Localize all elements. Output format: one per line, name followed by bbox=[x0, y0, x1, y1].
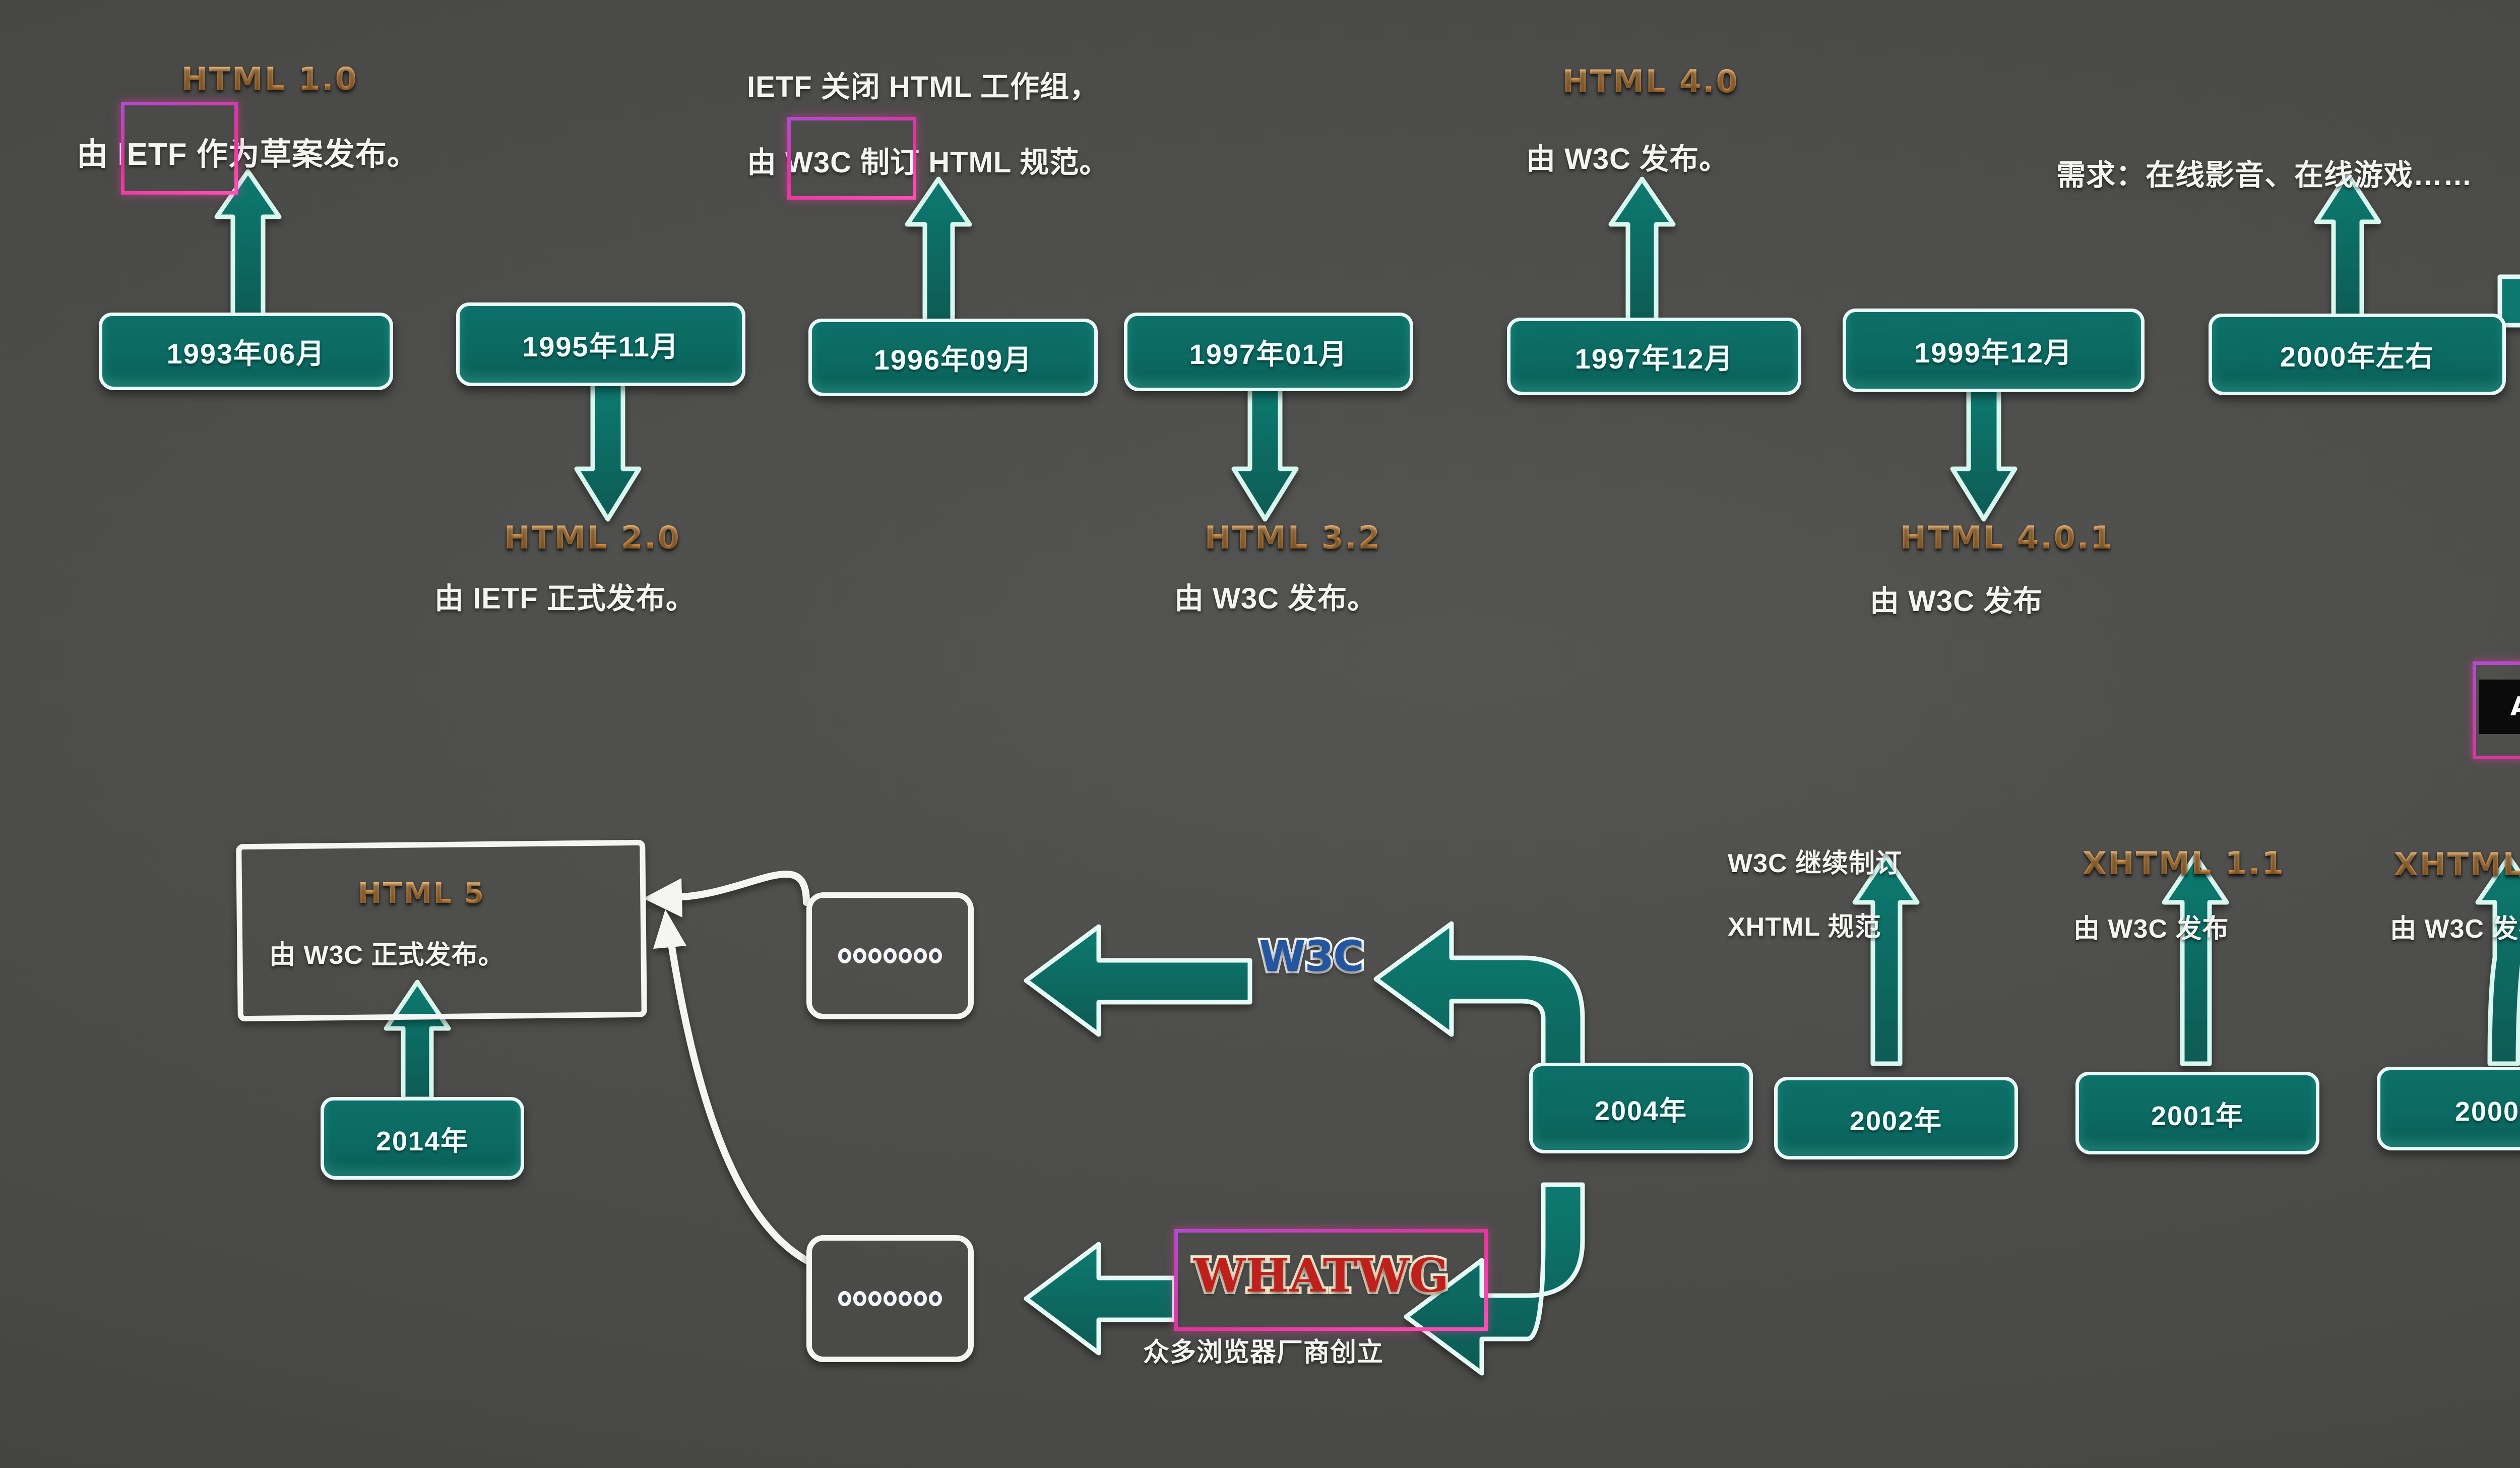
date-plaque-1997-01-label: 1997年01月 bbox=[1189, 338, 1348, 370]
date-plaque-2014[interactable]: 2014年 bbox=[321, 1097, 524, 1180]
date-plaque-1997-01[interactable]: 1997年01月 bbox=[1124, 313, 1413, 391]
arrow-2004-to-w3c bbox=[1373, 921, 1585, 1142]
arrow-up-1996 bbox=[905, 176, 972, 325]
date-plaque-2001-label: 2001年 bbox=[2151, 1100, 2244, 1131]
caption-xhtml-1-0: 由 W3C 发布 bbox=[2390, 914, 2520, 944]
note-1996-post: 制订 HTML 规范。 bbox=[852, 146, 1109, 179]
date-plaque-2000-label: 2000年 bbox=[2454, 1096, 2520, 1127]
whatwg-logo-text: WHATWG bbox=[1191, 1246, 1452, 1305]
date-plaque-2004[interactable]: 2004年 bbox=[1529, 1063, 1753, 1153]
arrow-up-2014 bbox=[384, 980, 451, 1102]
date-plaque-1995-11-label: 1995年11月 bbox=[522, 330, 679, 362]
date-plaque-1996-09[interactable]: 1996年09月 bbox=[808, 319, 1098, 396]
spec-document-dots-top bbox=[838, 948, 942, 963]
note-2002-line2: XHTML 规范 bbox=[1728, 912, 1881, 942]
arrow-whatwg-to-docbox bbox=[1024, 1242, 1177, 1356]
date-plaque-1993-06[interactable]: 1993年06月 bbox=[99, 313, 393, 390]
arrow-w3c-to-docbox bbox=[1024, 924, 1252, 1037]
caption-html-2-0: 由 IETF 正式发布。 bbox=[434, 582, 696, 615]
caption-1993-post: 作为草案发布。 bbox=[187, 137, 419, 172]
arrow-down-1997-01 bbox=[1231, 381, 1299, 522]
arrow-flash-loop bbox=[2497, 274, 2520, 328]
arrow-up-2002 bbox=[1852, 853, 1920, 1066]
version-label-html-4-0: HTML 4.0 bbox=[1562, 63, 1739, 100]
spec-document-dots-bottom bbox=[838, 1291, 942, 1306]
w3c-logo: W3C bbox=[1257, 930, 1367, 984]
adobe-flash-player-label-text: Adobe Flash Player bbox=[2510, 692, 2520, 722]
spec-document-box-top bbox=[806, 892, 974, 1019]
date-plaque-1999-12[interactable]: 1999年12月 bbox=[1843, 309, 2145, 392]
date-plaque-1996-09-label: 1996年09月 bbox=[873, 343, 1033, 376]
arrow-docbox-bottom-to-html5 bbox=[653, 909, 810, 1264]
version-label-html-5: HTML 5 bbox=[358, 877, 485, 910]
note-1996-highlight: W3C bbox=[785, 146, 852, 179]
date-plaque-2004-label: 2004年 bbox=[1594, 1095, 1688, 1126]
html5-result-frame bbox=[236, 839, 647, 1022]
version-label-xhtml-1-1: XHTML 1.1 bbox=[2083, 845, 2285, 882]
date-plaque-2000-approx[interactable]: 2000年左右 bbox=[2209, 314, 2506, 395]
version-label-html-2-0: HTML 2.0 bbox=[504, 519, 681, 556]
caption-1993: 由 IETF 作为草案发布。 bbox=[77, 129, 419, 174]
caption-xhtml-1-1: 由 W3C 发布 bbox=[2073, 914, 2229, 944]
whatwg-logo: WHATWG bbox=[1191, 1246, 1452, 1305]
caption-whatwg-founders: 众多浏览器厂商创立 bbox=[1143, 1338, 1384, 1367]
date-plaque-2002-label: 2002年 bbox=[1849, 1106, 1943, 1136]
arrow-down-1999 bbox=[1950, 381, 2018, 522]
date-plaque-1997-12-label: 1997年12月 bbox=[1574, 342, 1734, 375]
caption-1993-highlight: IETF bbox=[117, 137, 187, 172]
version-label-html-3-2: HTML 3.2 bbox=[1205, 519, 1381, 556]
caption-1993-pre: 由 bbox=[77, 137, 118, 172]
arrow-up-2000-approx bbox=[2314, 171, 2381, 325]
arrow-up-1993 bbox=[214, 169, 282, 325]
date-plaque-2014-label: 2014年 bbox=[375, 1126, 469, 1156]
caption-html-4-0: 由 W3C 发布。 bbox=[1526, 143, 1729, 175]
date-plaque-1997-12[interactable]: 1997年12月 bbox=[1507, 318, 1801, 395]
date-plaque-1999-12-label: 1999年12月 bbox=[1914, 336, 2073, 369]
note-2000-approx: 需求：在线影音、在线游戏…… bbox=[2056, 159, 2473, 192]
caption-html-3-2: 由 W3C 发布。 bbox=[1174, 582, 1377, 615]
date-plaque-1993-06-label: 1993年06月 bbox=[166, 337, 326, 370]
arrow-down-1995 bbox=[574, 381, 642, 522]
spec-document-box-bottom bbox=[806, 1235, 974, 1362]
arrow-docbox-top-to-html5 bbox=[643, 871, 810, 918]
date-plaque-2001[interactable]: 2001年 bbox=[2075, 1072, 2319, 1154]
arrow-up-1997-12 bbox=[1608, 176, 1676, 325]
date-plaque-2002[interactable]: 2002年 bbox=[1774, 1077, 2018, 1159]
note-1996-pre: 由 bbox=[747, 146, 786, 179]
version-label-html-1-0: HTML 1.0 bbox=[181, 60, 358, 97]
w3c-logo-text: W3C bbox=[1257, 930, 1367, 984]
arrow-up-2000 bbox=[2475, 854, 2520, 1066]
date-plaque-2000[interactable]: 2000年 bbox=[2377, 1067, 2520, 1150]
caption-html-4-0-1: 由 W3C 发布 bbox=[1870, 585, 2043, 618]
version-label-xhtml-1-0: XHTML 1.0 bbox=[2394, 846, 2520, 883]
note-2002-line1: W3C 继续制订 bbox=[1728, 849, 1903, 878]
note-1996-line2: 由 W3C 制订 HTML 规范。 bbox=[747, 139, 1109, 181]
date-plaque-1995-11[interactable]: 1995年11月 bbox=[456, 302, 745, 386]
arrow-up-2001 bbox=[2162, 853, 2229, 1066]
version-label-html-4-0-1: HTML 4.0.1 bbox=[1900, 519, 2114, 556]
date-plaque-2000-approx-label: 2000年左右 bbox=[2280, 340, 2435, 373]
adobe-flash-player-label: Adobe Flash Player bbox=[2479, 680, 2520, 734]
note-1996-line1: IETF 关闭 HTML 工作组， bbox=[747, 71, 1100, 103]
caption-html-5: 由 W3C 正式发布。 bbox=[269, 941, 505, 970]
